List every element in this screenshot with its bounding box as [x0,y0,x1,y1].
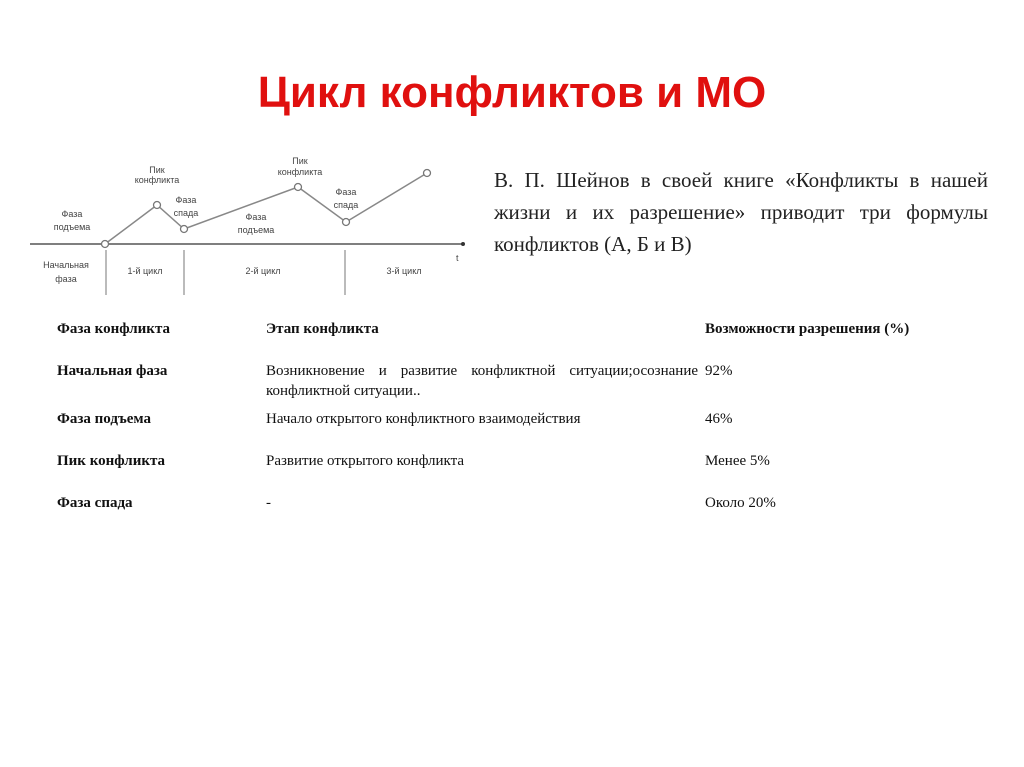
cell-phase: Пик конфликта [57,453,166,469]
cell-possibility: Около 20% [705,495,776,511]
label-rise2: Фаза [246,212,267,222]
label-fall1: спада [174,208,199,218]
label-fall2: спада [334,200,359,210]
cell-phase: Фаза подъема [57,411,151,427]
header-stage: Этап конфликта [266,321,379,337]
label-cycle3: 3-й цикл [386,266,421,276]
label-peak1: Пик [149,165,164,175]
label-peak2: Пик [292,156,307,166]
cell-phase: Начальная фаза [57,363,168,379]
point [341,217,351,227]
cell-stage: - [266,495,271,511]
cell-phase: Фаза спада [57,495,133,511]
label-fall2: Фаза [336,187,357,197]
point [293,182,303,192]
cell-possibility: 46% [705,411,733,427]
point [152,200,162,210]
label-initial: Начальная [43,260,89,270]
label-rise2: подъема [238,225,275,235]
cell-stage: Начало открытого конфликтного взаимодейс… [266,411,581,427]
axis-end [461,242,465,246]
label-peak1: конфликта [135,175,180,185]
label-rise1: Фаза [62,209,83,219]
point [179,224,189,234]
label-axis: t [456,253,459,263]
conflict-cycle-diagram: Фаза подъема Пик конфликта Фаза спада Фа… [30,156,465,295]
header-phase: Фаза конфликта [57,321,171,337]
point [100,239,110,249]
cell-stage: Развитие открытого конфликта [266,453,465,469]
cell-stage: Возникновение и развитие конфликтной сит… [266,363,698,399]
point [422,168,432,178]
cell-possibility: Менее 5% [705,453,770,469]
cell-possibility: 92% [705,363,733,379]
cycle-line [104,172,428,245]
label-fall1: Фаза [176,195,197,205]
label-rise1: подъема [54,222,91,232]
slide-title: Цикл конфликтов и МО [257,68,767,117]
label-initial: фаза [55,274,76,284]
label-peak2: конфликта [278,167,323,177]
header-possibility: Возможности разрешения (%) [705,321,910,337]
intro-text: В. П. Шейнов в своей книге «Конфликты в … [494,168,988,256]
label-cycle2: 2-й цикл [245,266,280,276]
label-cycle1: 1-й цикл [127,266,162,276]
